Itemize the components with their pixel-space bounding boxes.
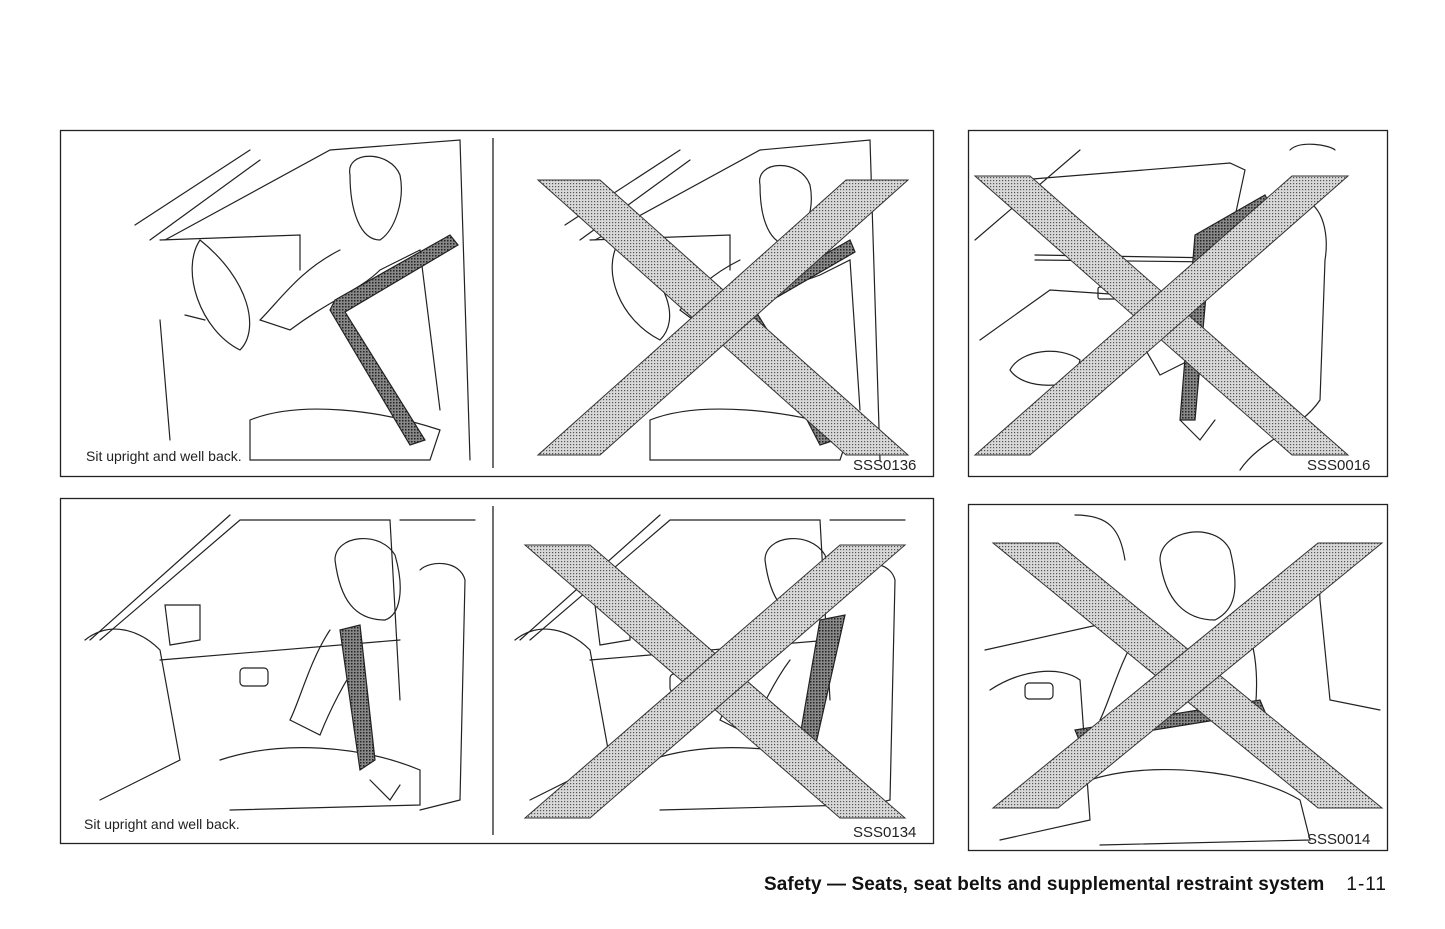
- section-title: Safety — Seats, seat belts and supplemen…: [763, 874, 1325, 895]
- driver-upright-sketch: [134, 139, 471, 461]
- cross-out-mark-sss0134: [523, 544, 907, 819]
- figure-caption: Sit upright and well back.: [84, 816, 240, 832]
- cross-out-mark-sss0136: [536, 179, 910, 456]
- figure-code: SSS0016: [1307, 457, 1371, 474]
- driver-upright-side-sketch: [84, 514, 476, 811]
- figure-frame-sss0136: [59, 129, 935, 478]
- figure-code: SSS0134: [853, 824, 917, 841]
- figure-caption: Sit upright and well back.: [86, 448, 242, 464]
- figure-frame-sss0134: [59, 497, 935, 845]
- page-number: 1-11: [1346, 874, 1387, 895]
- cross-out-mark-sss0014: [991, 542, 1384, 809]
- seat-belt: [329, 234, 459, 446]
- cross-out-mark-sss0016: [973, 175, 1350, 456]
- figure-code: SSS0136: [853, 457, 917, 474]
- figure-frame-sss0014: [967, 503, 1389, 852]
- figure-code: SSS0014: [1307, 831, 1371, 848]
- page-footer: Safety — Seats, seat belts and supplemen…: [764, 874, 1387, 896]
- figure-frame-sss0016: [967, 129, 1389, 478]
